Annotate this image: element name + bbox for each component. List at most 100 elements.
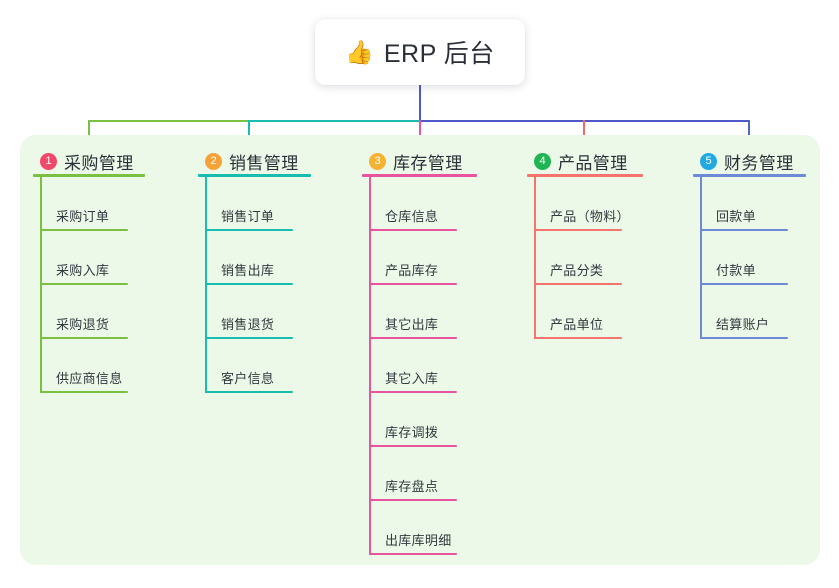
branch-header-采购管理[interactable]: 1 采购管理: [40, 148, 134, 174]
branch-item-rule: [369, 229, 457, 231]
branch-number-badge: 1: [40, 152, 57, 170]
branch-item[interactable]: 客户信息: [205, 339, 293, 393]
branch-item-label: 销售退货: [221, 317, 275, 332]
branch-panel: [20, 135, 820, 565]
branch-item[interactable]: 产品单位: [534, 285, 622, 339]
connector-bus-segment-4: [583, 120, 750, 122]
connector-drop-4: [583, 120, 585, 140]
branch-item[interactable]: 产品（物料）: [534, 177, 630, 231]
branch-title: 财务管理: [724, 153, 794, 173]
connector-trunk: [419, 85, 421, 122]
branch-item-label: 采购订单: [56, 209, 110, 224]
branch-item-label: 库存调拨: [385, 425, 439, 440]
thumbs-up-icon: 👍: [345, 38, 374, 65]
branch-item[interactable]: 销售出库: [205, 231, 293, 285]
branch-header-rule: [362, 174, 477, 177]
branch-number-badge: 5: [700, 152, 717, 170]
branch-item-label: 产品单位: [550, 317, 604, 332]
branch-item-rule: [369, 553, 457, 555]
branch-item-label: 其它出库: [385, 317, 439, 332]
branch-item-rule: [205, 337, 293, 339]
branch-spine: [40, 177, 42, 393]
branch-item-label: 销售订单: [221, 209, 275, 224]
branch-item-label: 销售出库: [221, 263, 275, 278]
branch-item-label: 库存盘点: [385, 479, 439, 494]
branch-item-rule: [534, 229, 622, 231]
branch-item[interactable]: 销售订单: [205, 177, 293, 231]
branch-item[interactable]: 付款单: [700, 231, 788, 285]
branch-item[interactable]: 采购退货: [40, 285, 128, 339]
branch-item[interactable]: 销售退货: [205, 285, 293, 339]
branch-item-label: 回款单: [716, 209, 756, 224]
branch-header-rule: [693, 174, 806, 177]
branch-item[interactable]: 出库库明细: [369, 501, 457, 555]
connector-drop-2: [248, 120, 250, 140]
branch-item-label: 采购退货: [56, 317, 110, 332]
branch-item[interactable]: 库存调拨: [369, 393, 457, 447]
branch-item-rule: [534, 337, 622, 339]
branch-item-rule: [700, 229, 788, 231]
branch-item[interactable]: 产品库存: [369, 231, 457, 285]
branch-item-label: 客户信息: [221, 371, 275, 386]
branch-item[interactable]: 其它入库: [369, 339, 457, 393]
branch-header-rule: [33, 174, 145, 177]
branch-item-rule: [700, 283, 788, 285]
branch-header-产品管理[interactable]: 4 产品管理: [534, 148, 628, 174]
branch-item-rule: [205, 229, 293, 231]
branch-item-label: 出库库明细: [385, 533, 452, 548]
branch-item-rule: [205, 283, 293, 285]
branch-item-rule: [369, 283, 457, 285]
branch-item-label: 产品分类: [550, 263, 604, 278]
branch-item-label: 产品库存: [385, 263, 439, 278]
branch-item[interactable]: 回款单: [700, 177, 788, 231]
branch-item[interactable]: 采购入库: [40, 231, 128, 285]
branch-item-label: 其它入库: [385, 371, 439, 386]
connector-bus-segment-3: [419, 120, 585, 122]
branch-title: 采购管理: [64, 153, 134, 173]
branch-item-rule: [534, 283, 622, 285]
branch-item-label: 供应商信息: [56, 371, 123, 386]
branch-item-label: 付款单: [716, 263, 756, 278]
connector-drop-1: [88, 120, 90, 140]
branch-title: 库存管理: [393, 153, 463, 173]
branch-item[interactable]: 结算账户: [700, 285, 788, 339]
branch-spine: [700, 177, 702, 339]
branch-item-label: 产品（物料）: [550, 209, 630, 224]
branch-title: 销售管理: [229, 153, 299, 173]
branch-item[interactable]: 采购订单: [40, 177, 128, 231]
branch-item[interactable]: 仓库信息: [369, 177, 457, 231]
branch-item-rule: [369, 391, 457, 393]
connector-drop-5: [748, 120, 750, 140]
branch-item-rule: [369, 499, 457, 501]
branch-item-label: 结算账户: [716, 317, 770, 332]
root-node-title: ERP 后台: [383, 40, 495, 68]
branch-header-rule: [527, 174, 643, 177]
branch-item-rule: [700, 337, 788, 339]
branch-header-rule: [198, 174, 311, 177]
branch-item[interactable]: 其它出库: [369, 285, 457, 339]
branch-item[interactable]: 产品分类: [534, 231, 622, 285]
branch-item[interactable]: 供应商信息: [40, 339, 128, 393]
branch-item-label: 采购入库: [56, 263, 110, 278]
branch-item-rule: [40, 229, 128, 231]
branch-item-rule: [40, 283, 128, 285]
branch-title: 产品管理: [558, 153, 628, 173]
connector-bus-segment-1: [88, 120, 250, 122]
branch-item-rule: [40, 391, 128, 393]
branch-number-badge: 3: [369, 152, 386, 170]
branch-header-财务管理[interactable]: 5 财务管理: [700, 148, 794, 174]
branch-item[interactable]: 库存盘点: [369, 447, 457, 501]
branch-item-label: 仓库信息: [385, 209, 439, 224]
root-node[interactable]: 👍 ERP 后台: [315, 19, 525, 85]
branch-spine: [534, 177, 536, 339]
branch-item-rule: [205, 391, 293, 393]
branch-header-库存管理[interactable]: 3 库存管理: [369, 148, 463, 174]
branch-item-rule: [369, 445, 457, 447]
branch-item-rule: [369, 337, 457, 339]
connector-drop-3: [419, 120, 421, 140]
branch-spine: [205, 177, 207, 393]
branch-spine: [369, 177, 371, 555]
branch-number-badge: 4: [534, 152, 551, 170]
